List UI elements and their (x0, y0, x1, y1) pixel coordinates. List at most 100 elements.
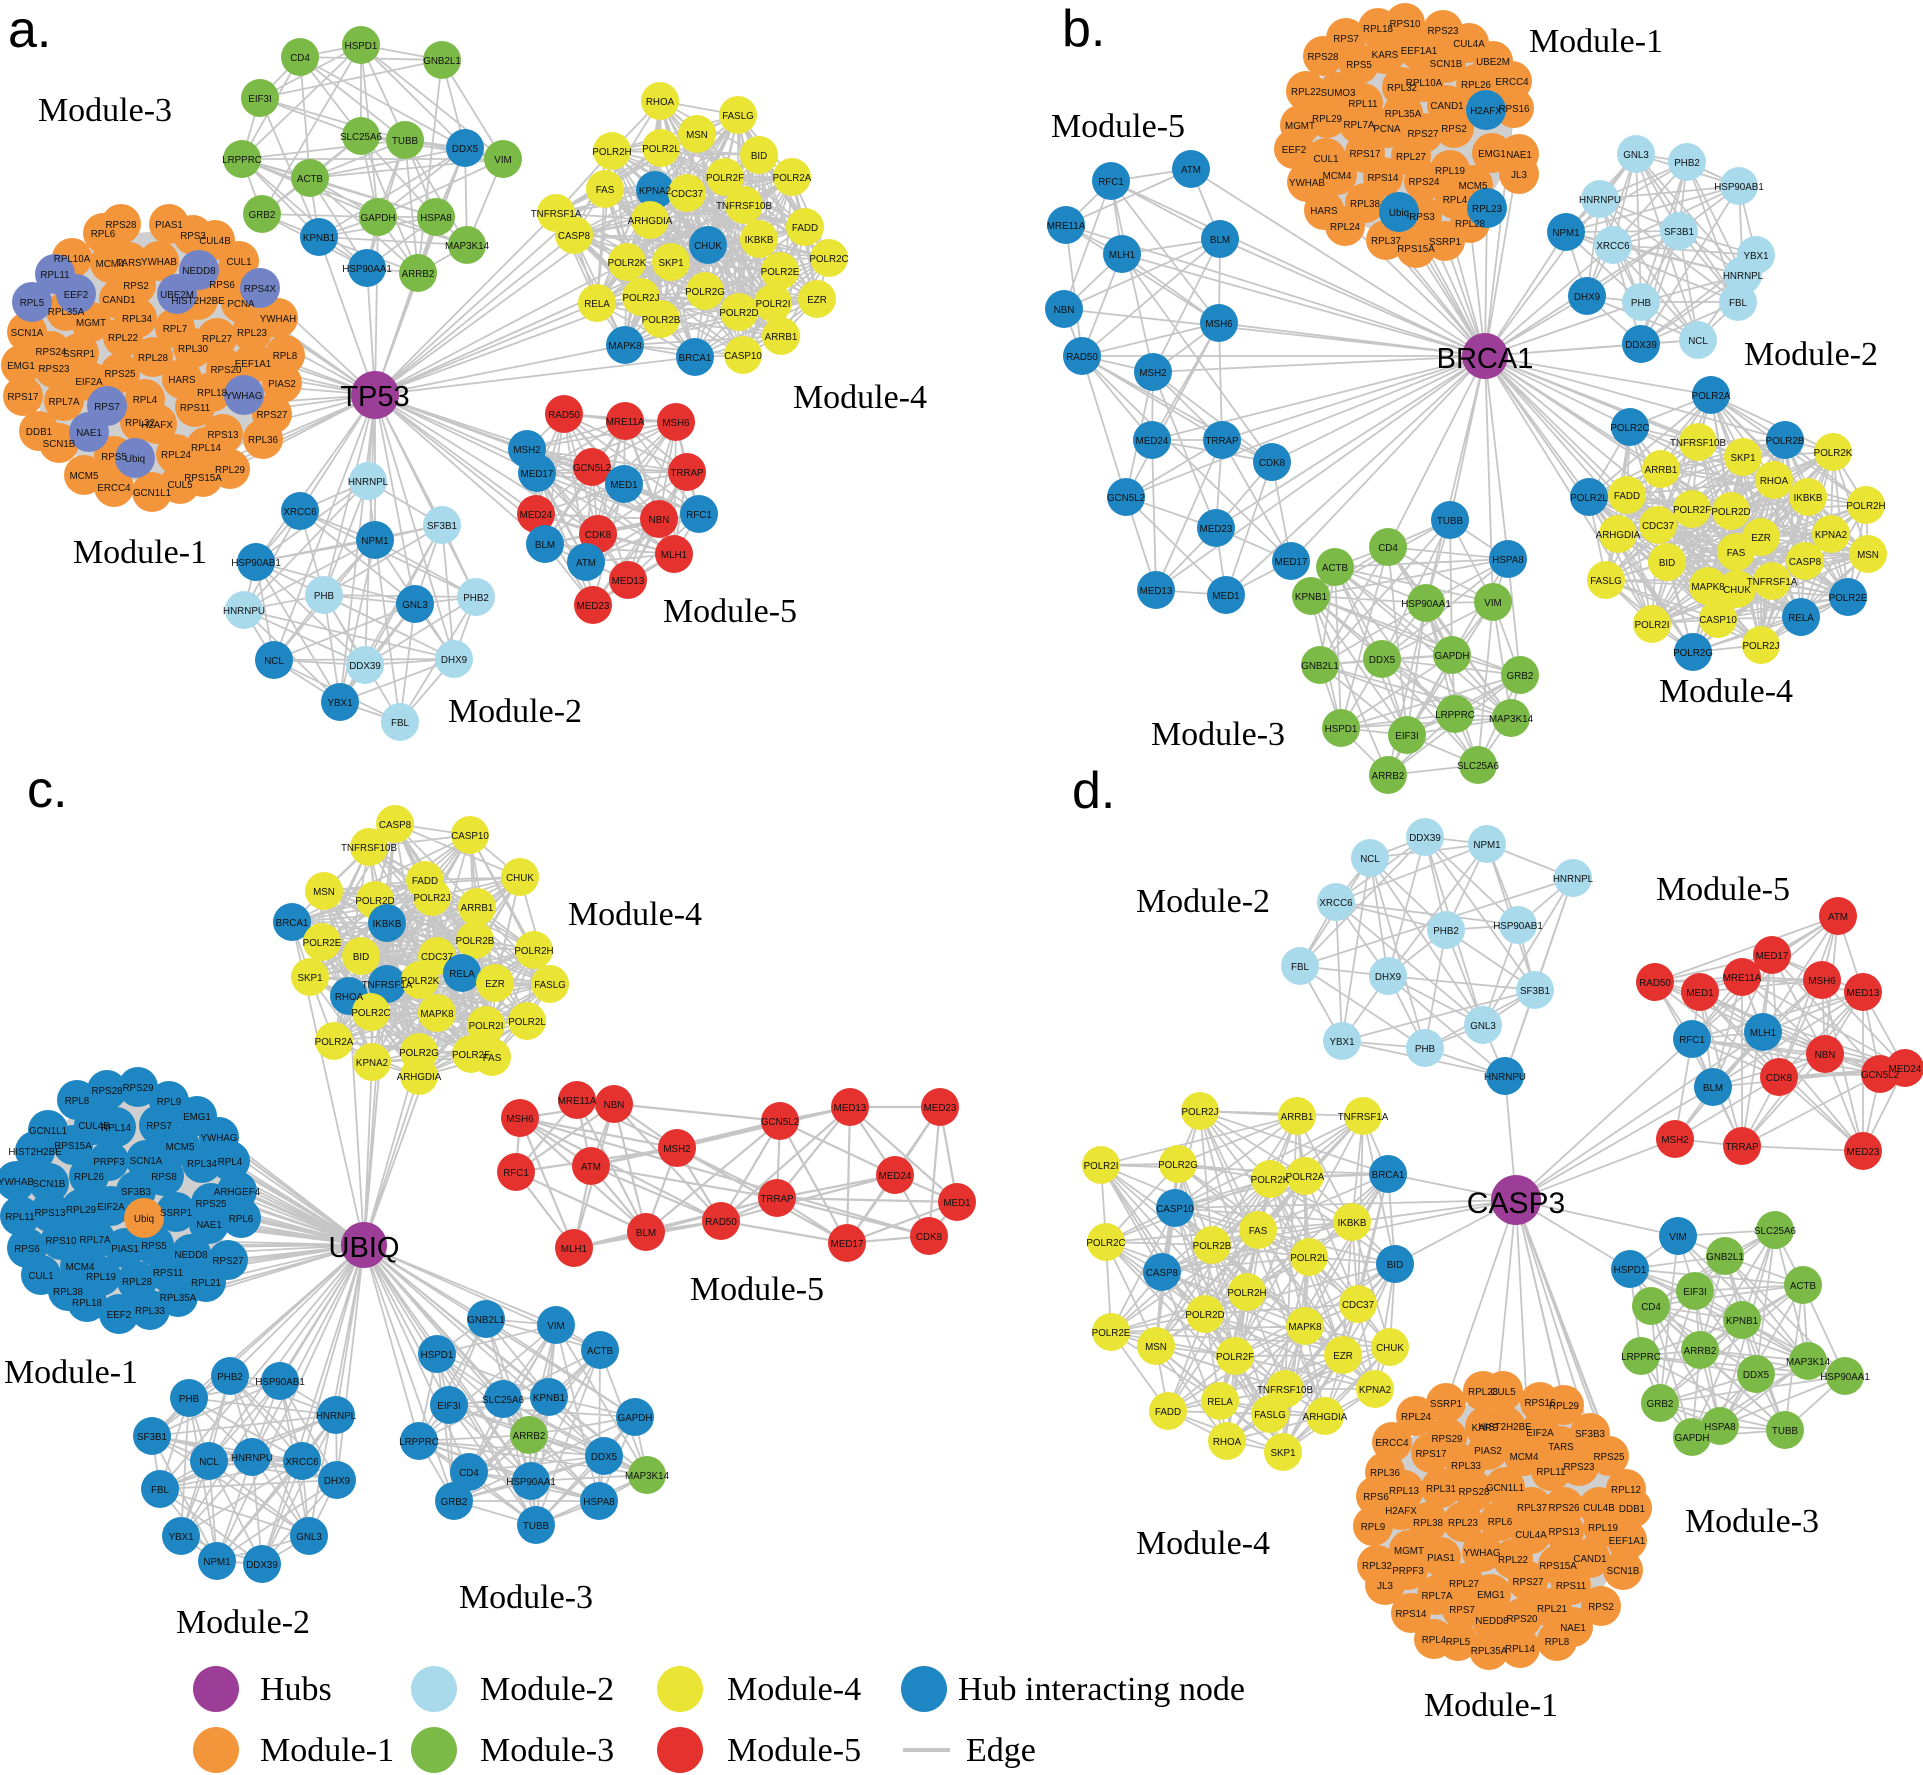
svg-text:IKBKB: IKBKB (1794, 493, 1823, 504)
svg-text:MCM4: MCM4 (1510, 1452, 1539, 1463)
svg-text:FAS: FAS (1727, 548, 1746, 559)
svg-text:RPL28: RPL28 (1455, 219, 1486, 230)
svg-text:ARHGEF4: ARHGEF4 (214, 1187, 261, 1198)
svg-text:RPS25: RPS25 (1593, 1452, 1625, 1463)
svg-text:RPL29: RPL29 (215, 465, 245, 476)
svg-text:MED1: MED1 (1212, 591, 1239, 602)
svg-text:CASP3: CASP3 (1467, 1187, 1565, 1220)
svg-text:EEF1A1: EEF1A1 (1609, 1536, 1646, 1547)
svg-text:RPL10A: RPL10A (54, 254, 91, 265)
svg-text:RPL8: RPL8 (1545, 1637, 1570, 1648)
svg-text:NBN: NBN (649, 515, 670, 526)
svg-text:EIF3I: EIF3I (1683, 1287, 1706, 1298)
svg-text:UBE2M: UBE2M (1476, 57, 1510, 68)
svg-text:RPS15A: RPS15A (184, 473, 222, 484)
svg-text:HSP90AA1: HSP90AA1 (1820, 1372, 1870, 1383)
svg-text:RPS27: RPS27 (256, 410, 287, 421)
svg-text:UBIQ: UBIQ (329, 1232, 400, 1264)
svg-text:GCN1L1: GCN1L1 (29, 1126, 67, 1137)
svg-text:RPL32: RPL32 (125, 418, 155, 429)
svg-text:POLR2B: POLR2B (642, 315, 681, 326)
svg-text:DDX39: DDX39 (1409, 833, 1441, 844)
svg-text:DDX5: DDX5 (1369, 655, 1396, 666)
svg-text:POLR2C: POLR2C (809, 254, 848, 265)
svg-text:EMG1: EMG1 (1478, 149, 1506, 160)
svg-text:TUBB: TUBB (523, 1521, 550, 1532)
svg-text:TNFRSF1A: TNFRSF1A (1747, 577, 1798, 588)
svg-text:MLH1: MLH1 (561, 1244, 587, 1255)
svg-text:MLH1: MLH1 (661, 550, 687, 561)
svg-text:RPL30: RPL30 (178, 344, 209, 355)
svg-text:ARRB1: ARRB1 (1281, 1112, 1314, 1123)
svg-text:POLR2H: POLR2H (514, 946, 553, 957)
svg-text:Module-5: Module-5 (727, 1732, 861, 1769)
svg-text:PHB2: PHB2 (217, 1372, 243, 1383)
svg-text:RPS13: RPS13 (34, 1208, 66, 1219)
svg-text:PHB: PHB (179, 1394, 200, 1405)
svg-text:MED13: MED13 (834, 1103, 867, 1114)
svg-text:POLR2G: POLR2G (685, 287, 725, 298)
svg-text:BRCA1: BRCA1 (1372, 1170, 1405, 1181)
svg-text:CDC37: CDC37 (1342, 1300, 1374, 1311)
svg-text:PHB: PHB (314, 591, 335, 602)
svg-text:RPL22: RPL22 (1291, 87, 1321, 98)
svg-text:SCN1A: SCN1A (11, 328, 44, 339)
svg-text:CDC37: CDC37 (421, 952, 453, 963)
svg-text:EZR: EZR (807, 295, 827, 306)
svg-text:Edge: Edge (966, 1732, 1036, 1769)
svg-text:TNFRSF10B: TNFRSF10B (341, 843, 398, 854)
svg-text:EIF2A: EIF2A (75, 377, 103, 388)
svg-text:Module-2: Module-2 (448, 693, 582, 730)
svg-text:RELA: RELA (584, 299, 610, 310)
svg-text:CDC37: CDC37 (1642, 521, 1674, 532)
svg-text:FBL: FBL (1291, 962, 1310, 973)
svg-text:CUL4B: CUL4B (199, 236, 231, 247)
svg-text:MCM4: MCM4 (66, 1262, 95, 1273)
svg-text:ARRB1: ARRB1 (1645, 465, 1678, 476)
svg-text:EIF2A: EIF2A (1526, 1428, 1554, 1439)
svg-text:Module-4: Module-4 (568, 896, 702, 933)
svg-text:RPS7: RPS7 (146, 1121, 172, 1132)
svg-text:FADD: FADD (412, 876, 438, 887)
svg-text:RPS6: RPS6 (14, 1244, 40, 1255)
svg-text:GRB2: GRB2 (441, 1497, 468, 1508)
svg-text:Module-1: Module-1 (73, 534, 207, 571)
svg-text:RPS29: RPS29 (1431, 1434, 1462, 1445)
svg-text:POLR2A: POLR2A (1286, 1172, 1325, 1183)
svg-text:POLR2G: POLR2G (399, 1048, 439, 1059)
svg-text:POLR2A: POLR2A (773, 173, 812, 184)
svg-text:RPS2: RPS2 (123, 281, 149, 292)
svg-text:RPL8: RPL8 (65, 1096, 90, 1107)
svg-text:RPL4: RPL4 (218, 1157, 243, 1168)
svg-text:TARS: TARS (1548, 1442, 1574, 1453)
svg-text:KARS: KARS (1472, 1423, 1499, 1434)
svg-text:RPL18: RPL18 (197, 388, 228, 399)
svg-text:HSPA8: HSPA8 (1492, 555, 1524, 566)
svg-text:RPL29: RPL29 (1549, 1401, 1579, 1412)
svg-text:RPS28: RPS28 (105, 220, 137, 231)
svg-text:ARHGDIA: ARHGDIA (628, 216, 673, 227)
svg-text:EEF2: EEF2 (107, 1310, 132, 1321)
svg-text:Ubiq: Ubiq (1389, 208, 1409, 219)
svg-text:NAE1: NAE1 (1560, 1623, 1586, 1634)
svg-text:RPL12: RPL12 (1611, 1485, 1641, 1496)
svg-text:H2AFX: H2AFX (141, 420, 173, 431)
svg-text:SCN1B: SCN1B (1430, 59, 1463, 70)
svg-text:ARHGDIA: ARHGDIA (1596, 530, 1641, 541)
svg-text:SF3B1: SF3B1 (427, 521, 457, 532)
svg-text:RPS2: RPS2 (1588, 1602, 1614, 1613)
svg-text:YWHAB: YWHAB (1289, 178, 1325, 189)
svg-text:EEF1A1: EEF1A1 (235, 359, 272, 370)
svg-text:RELA: RELA (449, 969, 475, 980)
svg-text:RAD50: RAD50 (1639, 978, 1671, 989)
svg-text:XRCC6: XRCC6 (1596, 241, 1630, 252)
svg-text:POLR2J: POLR2J (622, 293, 659, 304)
svg-text:RPL33: RPL33 (135, 1306, 166, 1317)
svg-text:MCM5: MCM5 (1459, 181, 1488, 192)
svg-text:Module-3: Module-3 (1685, 1503, 1819, 1540)
svg-text:FAS: FAS (483, 1053, 502, 1064)
svg-text:SF3B3: SF3B3 (1575, 1429, 1606, 1440)
svg-text:RPL26: RPL26 (74, 1172, 105, 1183)
svg-text:RPS17: RPS17 (7, 392, 38, 403)
svg-text:NPM1: NPM1 (361, 536, 388, 547)
